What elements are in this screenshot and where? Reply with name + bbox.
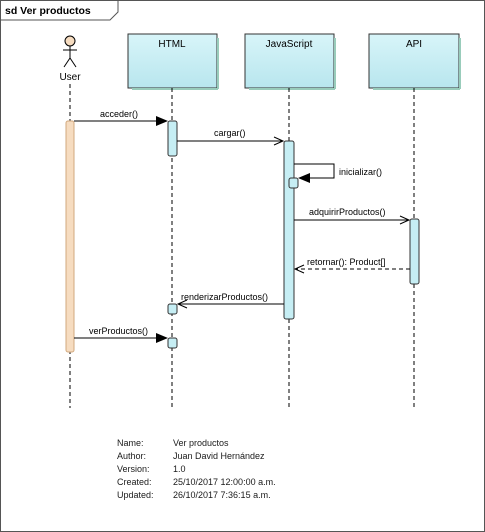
note-value: 25/10/2017 12:00:00 a.m. — [173, 477, 276, 487]
actor-icon — [63, 35, 77, 68]
lifeline-javascript[interactable]: JavaScript — [244, 33, 336, 408]
message-label: acceder() — [100, 109, 138, 119]
message-label: verProductos() — [89, 326, 148, 336]
lifeline-api[interactable]: API — [368, 33, 461, 408]
lifeline-label-user: User — [59, 72, 81, 83]
activation-html-1 — [167, 120, 178, 157]
arrowhead-open-icon — [293, 264, 305, 274]
message-label: inicializar() — [339, 167, 382, 177]
message-acceder[interactable]: acceder() — [74, 109, 168, 126]
arrowhead-open-icon — [273, 136, 285, 146]
message-verproductos[interactable]: verProductos() — [74, 326, 168, 343]
note-label: Created: — [117, 477, 152, 487]
note-value: Juan David Hernández — [173, 451, 265, 461]
message-retornar[interactable]: retornar(): Product[] — [293, 257, 410, 274]
note-value: Ver productos — [173, 438, 229, 448]
note-row: Version: 1.0 — [117, 463, 276, 476]
activation-user — [65, 120, 75, 353]
note-row: Updated: 26/10/2017 7:36:15 a.m. — [117, 489, 276, 502]
activation-javascript-self — [288, 177, 299, 189]
arrowhead-filled-icon — [156, 333, 168, 343]
message-renderizarproductos[interactable]: renderizarProductos() — [176, 292, 284, 309]
note-label: Updated: — [117, 490, 154, 500]
message-cargar[interactable]: cargar() — [177, 128, 285, 146]
arrowhead-filled-icon — [298, 173, 310, 183]
lifeline-box-api — [368, 33, 460, 89]
lifeline-html[interactable]: HTML — [127, 33, 219, 408]
note-label: Version: — [117, 464, 150, 474]
activation-javascript — [283, 140, 295, 320]
activation-html-3 — [167, 337, 178, 349]
lifeline-label-javascript: JavaScript — [266, 39, 313, 50]
lifeline-box-javascript — [244, 33, 335, 89]
note-row: Author: Juan David Hernández — [117, 450, 276, 463]
arrowhead-open-icon — [176, 299, 188, 309]
note-value: 26/10/2017 7:36:15 a.m. — [173, 490, 271, 500]
activation-api — [409, 218, 420, 285]
message-label: adquirirProductos() — [309, 207, 386, 217]
message-inicializar[interactable]: inicializar() — [294, 163, 382, 183]
lifeline-label-api: API — [406, 39, 422, 50]
lifeline-label-html: HTML — [158, 39, 186, 50]
diagram-title-tab — [0, 0, 119, 21]
note-label: Name: — [117, 438, 144, 448]
message-label: renderizarProductos() — [181, 292, 268, 302]
message-label: cargar() — [214, 128, 246, 138]
message-label: retornar(): Product[] — [307, 257, 386, 267]
note-label: Author: — [117, 451, 147, 461]
arrowhead-open-icon — [399, 215, 411, 225]
note-row: Created: 25/10/2017 12:00:00 a.m. — [117, 476, 276, 489]
message-adquirirproductos[interactable]: adquirirProductos() — [294, 207, 411, 225]
note-value: 1.0 — [173, 464, 186, 474]
arrowhead-filled-icon — [156, 116, 168, 126]
lifeline-user[interactable]: User — [59, 35, 81, 408]
diagram-title: sd Ver productos — [5, 5, 91, 17]
diagram-notes: Name: Ver productos Author: Juan David H… — [117, 437, 276, 502]
activation-html-2 — [167, 303, 178, 315]
note-row: Name: Ver productos — [117, 437, 276, 450]
